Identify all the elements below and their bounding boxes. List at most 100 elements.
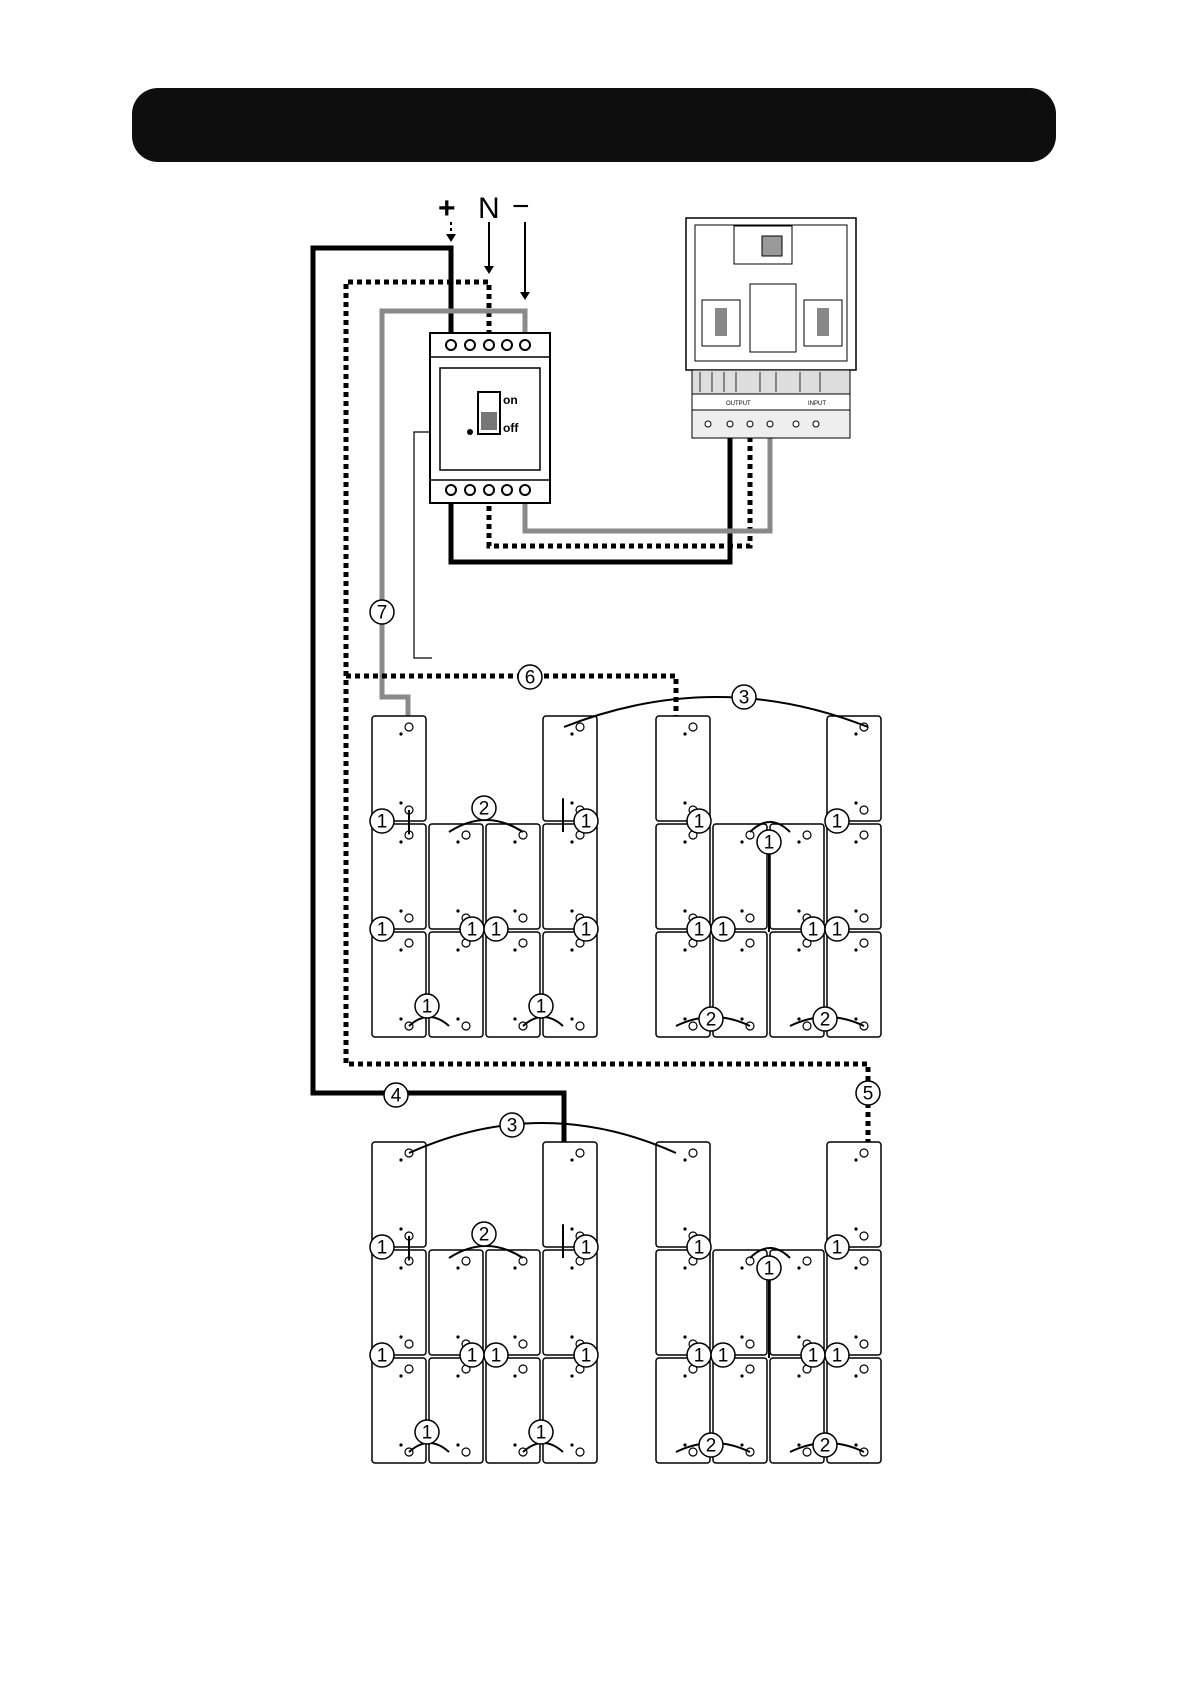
terminal-icon xyxy=(860,939,868,947)
battery xyxy=(656,1250,710,1355)
battery xyxy=(372,1142,426,1247)
callout-2: 2 xyxy=(699,1007,723,1031)
callout-1: 1 xyxy=(687,809,711,833)
callout-1: 1 xyxy=(484,1343,508,1367)
callout-number: 1 xyxy=(832,920,843,941)
callout-number: 1 xyxy=(808,920,819,941)
callout-number: 1 xyxy=(581,812,592,833)
breaker-off-label: off xyxy=(503,421,519,435)
ups-output-label: OUTPUT xyxy=(726,401,751,407)
callout-number: 2 xyxy=(706,1010,717,1031)
callout-number: 1 xyxy=(718,1346,729,1367)
callout-1: 1 xyxy=(711,917,735,941)
terminal-icon xyxy=(860,831,868,839)
callout-number: 1 xyxy=(694,1346,705,1367)
callout-1: 1 xyxy=(825,809,849,833)
callout-number: 1 xyxy=(581,1238,592,1259)
terminal-icon xyxy=(519,831,527,839)
callout-1: 1 xyxy=(370,1235,394,1259)
callout-1: 1 xyxy=(801,1343,825,1367)
terminal-icon xyxy=(803,1022,811,1030)
terminal-icon xyxy=(405,939,413,947)
battery xyxy=(372,1250,426,1355)
callout-1: 1 xyxy=(529,1420,553,1444)
battery xyxy=(372,824,426,929)
callout-number: 1 xyxy=(581,920,592,941)
callout-5: 5 xyxy=(856,1081,880,1105)
callout-3: 3 xyxy=(500,1113,524,1137)
battery xyxy=(429,932,483,1037)
callout-number: 1 xyxy=(377,920,388,941)
callout-6: 6 xyxy=(518,665,542,689)
battery xyxy=(372,1358,426,1463)
battery xyxy=(543,716,597,821)
callout-number: 1 xyxy=(422,1423,433,1444)
terminal-icon xyxy=(746,1365,754,1373)
terminal-icon xyxy=(519,1257,527,1265)
terminal-icon xyxy=(860,1232,868,1240)
terminal-icon xyxy=(519,939,527,947)
callout-2: 2 xyxy=(813,1007,837,1031)
jumper-cable xyxy=(564,697,868,727)
callout-2: 2 xyxy=(699,1433,723,1457)
callout-number: 1 xyxy=(467,1346,478,1367)
battery xyxy=(543,1250,597,1355)
callout-number: 1 xyxy=(377,1346,388,1367)
terminal-icon xyxy=(405,723,413,731)
callout-1: 1 xyxy=(687,1235,711,1259)
callout-1: 1 xyxy=(711,1343,735,1367)
breaker-on-label: on xyxy=(503,393,518,407)
callout-number: 3 xyxy=(739,688,750,709)
callout-1: 1 xyxy=(574,1343,598,1367)
plus-pole-label: + xyxy=(438,192,456,225)
callout-number: 1 xyxy=(832,812,843,833)
battery xyxy=(656,824,710,929)
callout-1: 1 xyxy=(370,1343,394,1367)
circuit-breaker: on off xyxy=(430,333,550,503)
callout-4: 4 xyxy=(384,1083,408,1107)
callout-number: 1 xyxy=(491,920,502,941)
terminal-icon xyxy=(519,914,527,922)
callout-number: 2 xyxy=(820,1010,831,1031)
terminal-icon xyxy=(803,831,811,839)
callout-1: 1 xyxy=(370,917,394,941)
callout-1: 1 xyxy=(825,917,849,941)
terminal-icon xyxy=(405,1365,413,1373)
battery xyxy=(543,932,597,1037)
callout-number: 1 xyxy=(764,1259,775,1280)
callout-1: 1 xyxy=(484,917,508,941)
grey-cable-ups xyxy=(525,432,770,531)
callout-number: 1 xyxy=(832,1346,843,1367)
callout-2: 2 xyxy=(813,1433,837,1457)
callout-number: 1 xyxy=(808,1346,819,1367)
callout-number: 1 xyxy=(422,997,433,1018)
callout-7: 7 xyxy=(370,600,394,624)
callout-number: 1 xyxy=(581,1346,592,1367)
callout-1: 1 xyxy=(825,1343,849,1367)
battery xyxy=(486,1250,540,1355)
terminal-icon xyxy=(689,1448,697,1456)
callout-number: 3 xyxy=(507,1116,518,1137)
callout-number: 1 xyxy=(377,812,388,833)
callout-1: 1 xyxy=(757,1256,781,1280)
terminal-icon xyxy=(689,1022,697,1030)
callout-number: 2 xyxy=(479,1225,490,1246)
callout-1: 1 xyxy=(825,1235,849,1259)
callout-1: 1 xyxy=(687,1343,711,1367)
terminal-icon xyxy=(576,1022,584,1030)
callout-number: 1 xyxy=(491,1346,502,1367)
battery xyxy=(429,824,483,929)
battery xyxy=(543,1358,597,1463)
callout-number: 2 xyxy=(706,1436,717,1457)
neutral-pole-label: N xyxy=(478,192,500,225)
battery xyxy=(827,716,881,821)
callout-number: 4 xyxy=(391,1086,402,1107)
callout-3: 3 xyxy=(732,685,756,709)
terminal-icon xyxy=(405,914,413,922)
terminal-icon xyxy=(405,1340,413,1348)
callout-number: 5 xyxy=(863,1084,874,1105)
callout-number: 1 xyxy=(467,920,478,941)
terminal-icon xyxy=(746,1257,754,1265)
callout-number: 1 xyxy=(694,1238,705,1259)
